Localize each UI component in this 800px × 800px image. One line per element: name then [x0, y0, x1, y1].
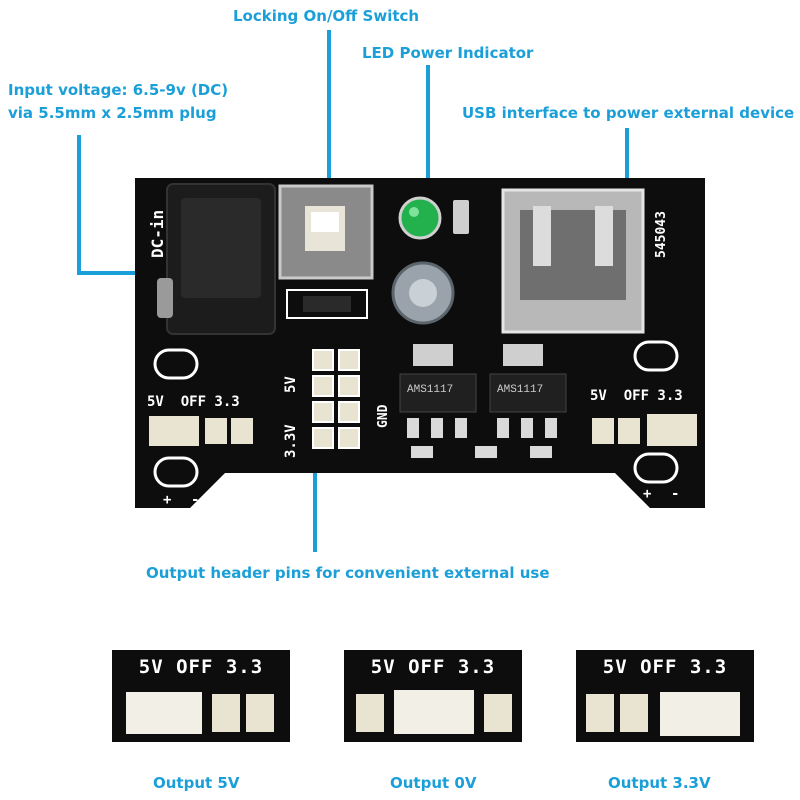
regulator-1-label: AMS1117	[407, 384, 453, 396]
regulator-1	[399, 373, 477, 413]
right-jumper-label: 5V OFF 3.3	[590, 388, 683, 404]
dc-jack	[157, 183, 276, 335]
regulator-2	[489, 373, 567, 413]
usb-label: USB interface to power external device	[462, 104, 795, 122]
output-33v-panel: 5V OFF 3.3	[576, 650, 754, 742]
plus-right: +	[643, 486, 651, 502]
output-0v-jumper-label: 5V OFF 3.3	[370, 656, 496, 678]
output-5v-panel: 5V OFF 3.3	[112, 650, 290, 742]
output-0v-panel: 5V OFF 3.3	[344, 650, 522, 742]
minus-right: -	[671, 486, 679, 502]
output-0v-caption: Output 0V	[390, 774, 477, 792]
output-header-pins[interactable]	[312, 349, 360, 449]
output-33v-caption: Output 3.3V	[608, 774, 711, 792]
minus-left: -	[191, 492, 199, 508]
usb-code-label: 545043	[654, 211, 669, 258]
output-33v-jumper-label: 5V OFF 3.3	[602, 656, 728, 678]
input-pointer-vertical	[77, 135, 81, 275]
output-0v-jumper[interactable]	[394, 690, 474, 734]
plus-left: +	[163, 492, 171, 508]
left-jumper-label: 5V OFF 3.3	[147, 394, 240, 410]
input-voltage-label-line2: via 5.5mm x 2.5mm plug	[8, 104, 217, 122]
power-led	[398, 196, 442, 240]
on-off-switch[interactable]	[278, 184, 374, 280]
diode	[286, 289, 368, 319]
output-33v-jumper[interactable]	[660, 692, 740, 736]
header-5v-label: 5V	[283, 376, 299, 393]
led-label: LED Power Indicator	[362, 44, 534, 62]
right-jumper[interactable]	[592, 414, 697, 446]
usb-port[interactable]	[501, 188, 645, 334]
header-33v-label: 3.3V	[283, 424, 299, 458]
header-gnd-label: GND	[376, 404, 391, 428]
led-pointer	[426, 65, 430, 210]
header-label: Output header pins for convenient extern…	[146, 564, 550, 582]
left-jumper[interactable]	[149, 416, 253, 446]
dc-in-label: DC-in	[148, 210, 167, 258]
regulator-2-label: AMS1117	[497, 384, 543, 396]
output-5v-caption: Output 5V	[153, 774, 240, 792]
power-board: DC-in 545043 AMS1117 AMS1117 5V 3.3V GND	[135, 178, 705, 508]
switch-label: Locking On/Off Switch	[233, 7, 420, 25]
output-5v-jumper-label: 5V OFF 3.3	[138, 656, 264, 678]
input-voltage-label-line1: Input voltage: 6.5-9v (DC)	[8, 81, 229, 99]
switch-pointer	[327, 30, 331, 215]
header-pointer	[313, 440, 317, 552]
output-5v-jumper[interactable]	[126, 692, 202, 734]
